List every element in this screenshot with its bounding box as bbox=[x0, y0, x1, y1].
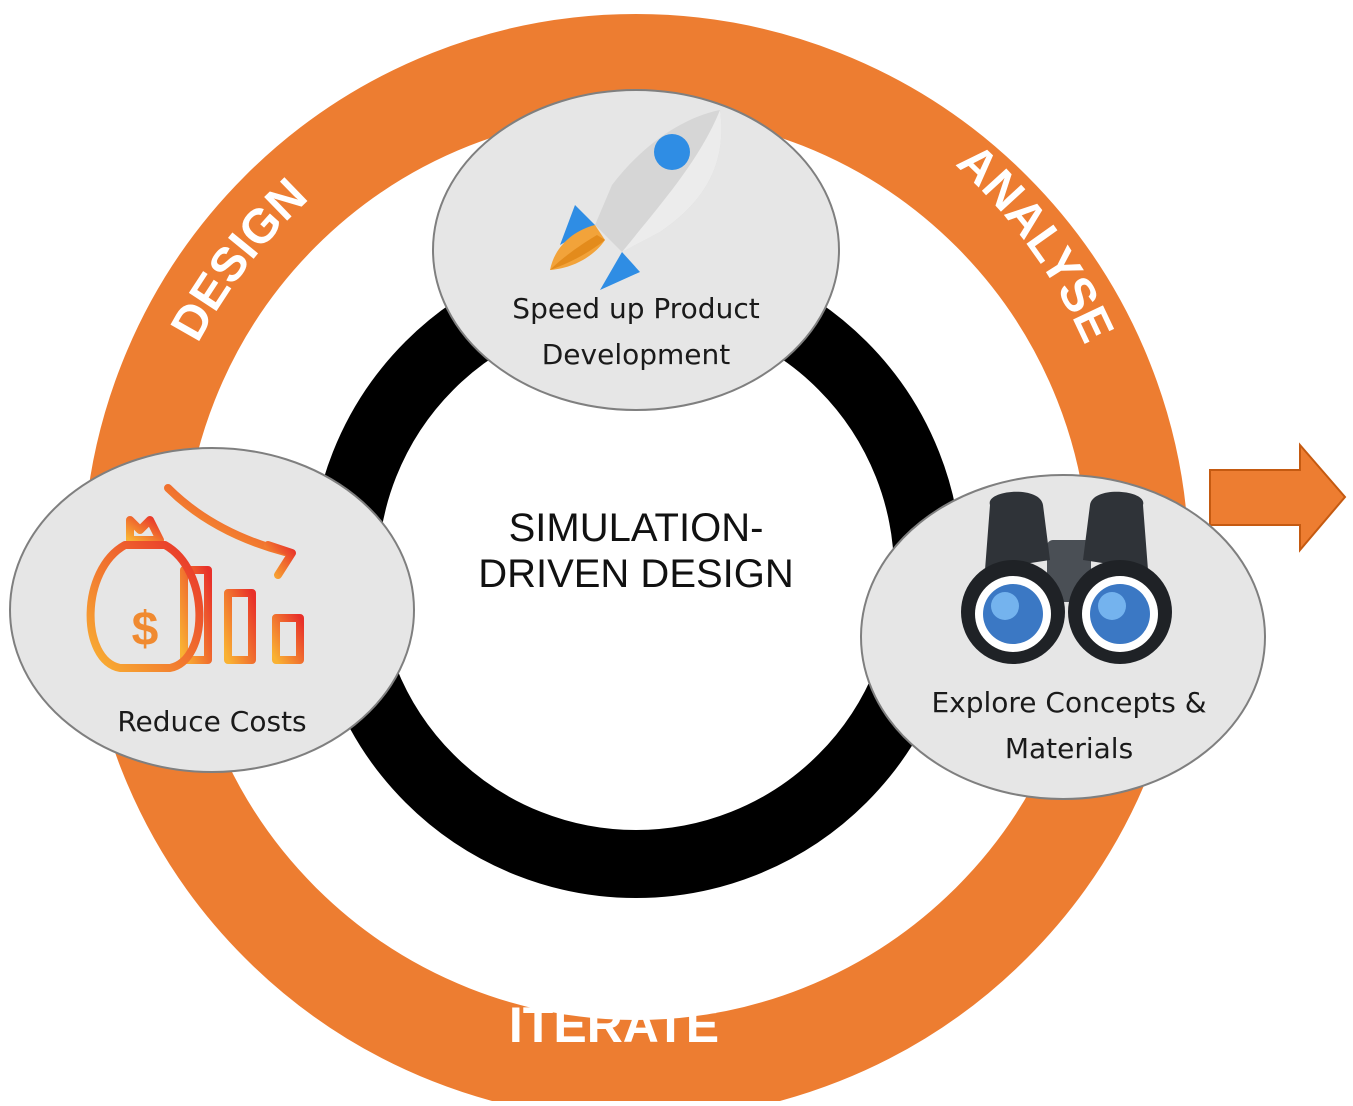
explore-node-label-line2: Materials bbox=[1004, 732, 1134, 765]
node-explore-concepts bbox=[860, 474, 1266, 800]
center-title: SIMULATION- DRIVEN DESIGN bbox=[436, 505, 836, 597]
right-arrow-icon bbox=[1209, 442, 1347, 553]
center-title-line2: DRIVEN DESIGN bbox=[478, 552, 794, 596]
node-reduce-costs: $ bbox=[9, 447, 415, 773]
iterate-label: ITERATE bbox=[509, 997, 719, 1053]
binoculars-icon bbox=[961, 491, 1172, 664]
costs-node-label: Reduce Costs bbox=[62, 699, 362, 745]
node-speed-up-development bbox=[432, 89, 840, 411]
svg-text:$: $ bbox=[132, 603, 159, 656]
rocket-icon bbox=[550, 110, 722, 290]
explore-node-label-line1: Explore Concepts & bbox=[931, 686, 1207, 719]
speed-node-label-line2: Development bbox=[541, 338, 731, 371]
speed-node-label: Speed up Product Development bbox=[466, 286, 806, 378]
speed-node-label-line1: Speed up Product bbox=[512, 292, 760, 325]
explore-node-label: Explore Concepts & Materials bbox=[894, 680, 1244, 772]
money-bag-declining-chart-icon: $ bbox=[86, 484, 320, 672]
center-title-line1: SIMULATION- bbox=[508, 506, 764, 550]
costs-node-label-line1: Reduce Costs bbox=[117, 705, 307, 738]
